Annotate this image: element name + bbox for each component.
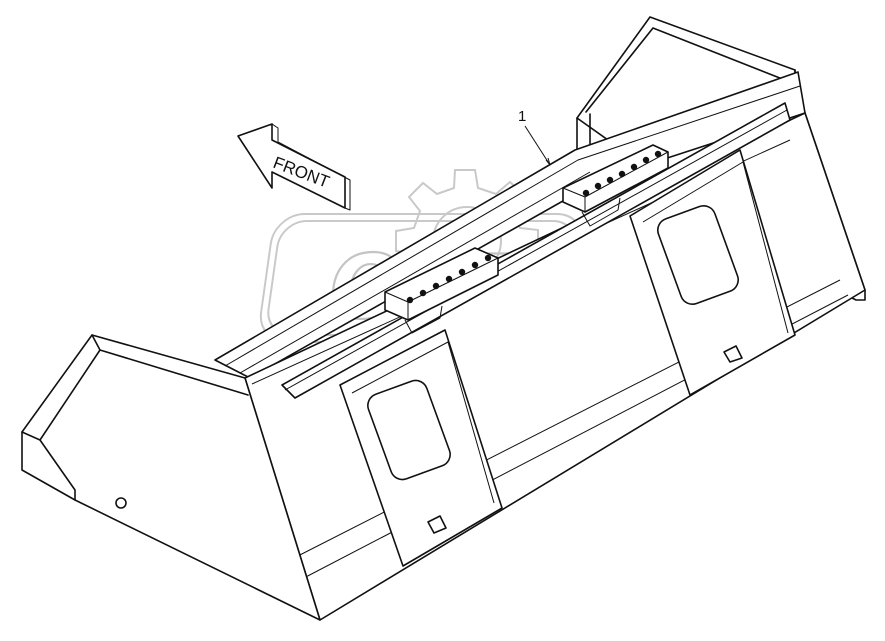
side-plate-hole [115, 497, 127, 509]
right-mount-bracket [562, 144, 669, 227]
callout-number: 1 [518, 108, 526, 125]
left-hitch-plate [339, 329, 503, 567]
left-mount-bracket [384, 247, 499, 334]
bucket-left-side-plate [21, 334, 321, 621]
front-arrow-icon: FRONT [237, 123, 351, 211]
right-bracket-holes [582, 150, 662, 197]
left-hitch-window [367, 379, 451, 481]
right-hitch-plate [629, 149, 796, 396]
hitch-top-rail [281, 102, 791, 399]
left-hitch-tab [427, 515, 447, 534]
right-hitch-tab [723, 345, 743, 363]
right-hitch-window [656, 205, 740, 305]
callout-1: 1 [518, 108, 551, 166]
left-bracket-holes [406, 254, 492, 304]
